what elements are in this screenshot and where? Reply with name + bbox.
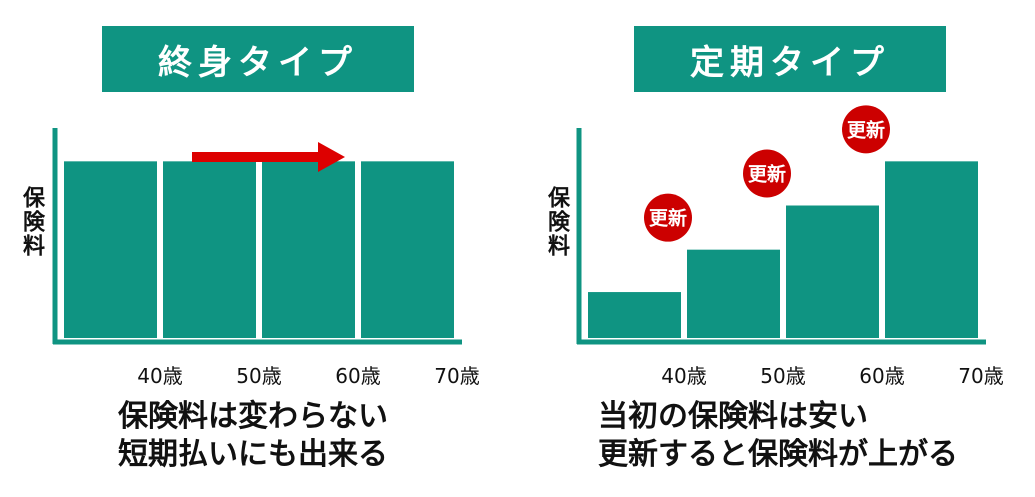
renewal-badge-label: 更新: [847, 118, 885, 141]
caption-line-2: 更新すると保険料が上がる: [598, 437, 958, 472]
y-axis-label: 保険料: [19, 186, 44, 258]
bar: [885, 161, 978, 338]
bar: [786, 205, 879, 338]
chart-title: 終身タイプ: [102, 26, 414, 92]
bar: [262, 161, 355, 338]
chart-caption: 当初の保険料は安い 更新すると保険料が上がる: [598, 398, 958, 474]
x-tick-label: 70歳: [434, 364, 480, 388]
x-tick-label: 50歳: [236, 364, 282, 388]
renewal-badge-label: 更新: [649, 207, 687, 230]
x-tick-label: 60歳: [859, 364, 905, 388]
renewal-badge: [644, 193, 692, 242]
x-tick-label: 40歳: [137, 364, 183, 388]
renewal-badge: [842, 105, 890, 154]
bar: [163, 161, 256, 338]
x-tick-label: 40歳: [661, 364, 707, 388]
caption-line-1: 当初の保険料は安い: [598, 399, 868, 434]
bar: [588, 292, 681, 338]
chart-caption: 保険料は変わらない 短期払いにも出来る: [118, 398, 388, 474]
arrow-shaft: [192, 152, 320, 162]
chart-title: 定期タイプ: [634, 26, 946, 92]
caption-line-1: 保険料は変わらない: [118, 399, 388, 434]
caption-line-2: 短期払いにも出来る: [118, 437, 388, 472]
renewal-badge-label: 更新: [748, 163, 786, 186]
x-tick-label: 70歳: [958, 364, 1004, 388]
bar: [361, 161, 454, 338]
x-tick-label: 60歳: [335, 364, 381, 388]
x-tick-label: 50歳: [760, 364, 806, 388]
y-axis-label: 保険料: [544, 186, 569, 258]
whole-life-chart: [52, 128, 462, 345]
renewal-badge: [743, 149, 791, 198]
arrow-head: [318, 142, 345, 172]
bar: [64, 161, 157, 338]
whole-life-panel: 終身タイプ 保険料 40歳 50歳 60歳 70歳 保険料は変わらない 短期払いにも出…: [0, 0, 517, 497]
bar: [687, 249, 780, 338]
